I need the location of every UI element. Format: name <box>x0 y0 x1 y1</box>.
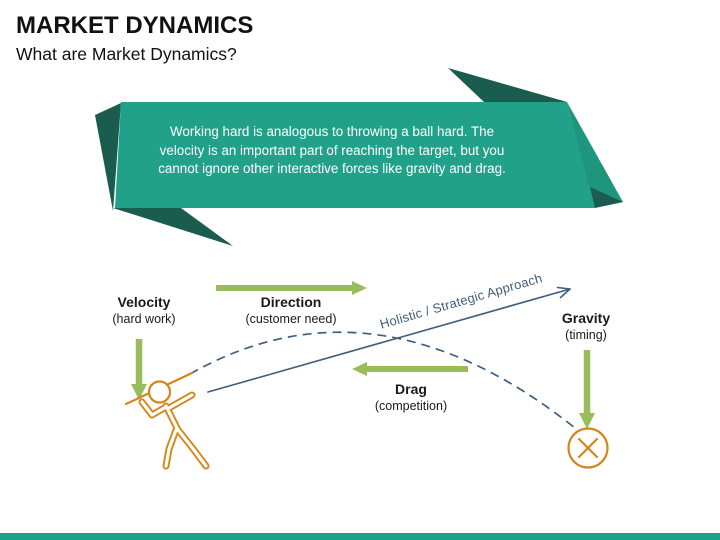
banner-text-line: cannot ignore other interactive forces l… <box>158 161 506 177</box>
direction-label-sub: (customer need) <box>245 312 337 326</box>
gravity-arrow <box>579 350 595 429</box>
velocity-arrow <box>131 339 147 400</box>
banner-top-right-fold <box>448 68 567 102</box>
banner-body <box>115 102 595 208</box>
direction-arrow <box>216 281 367 295</box>
drag-label: Drag (competition) <box>375 382 447 414</box>
bottom-accent-bar <box>0 533 720 540</box>
banner-text-line: Working hard is analogous to throwing a … <box>169 124 495 139</box>
banner-right-flap <box>567 102 623 208</box>
trajectory-dashed-line <box>189 331 576 429</box>
gravity-label-name: Gravity <box>561 310 611 326</box>
thrower-figure <box>124 371 210 470</box>
target-icon <box>567 427 609 469</box>
velocity-label-sub: (hard work) <box>112 312 176 326</box>
gravity-label-sub: (timing) <box>565 328 607 342</box>
banner-shape <box>95 68 623 246</box>
banner-bottom-tail <box>113 208 233 246</box>
strategic-approach-arrow <box>207 286 571 393</box>
figure-head <box>147 380 172 404</box>
drag-label-name: Drag <box>395 381 427 397</box>
banner-text: Working hard is analogous to throwing a … <box>132 123 532 179</box>
banner-text-line: velocity is an important part of reachin… <box>159 142 505 158</box>
velocity-label-name: Velocity <box>117 294 171 310</box>
page-subtitle: What are Market Dynamics? <box>16 44 237 64</box>
banner-left-fold <box>95 103 121 211</box>
page-title: MARKET DYNAMICS <box>16 12 254 39</box>
drag-arrow <box>352 362 468 376</box>
velocity-label: Velocity (hard work) <box>112 295 175 327</box>
drag-label-sub: (competition) <box>374 399 448 413</box>
direction-label-name: Direction <box>260 294 322 310</box>
direction-label: Direction (customer need) <box>245 295 336 327</box>
gravity-label: Gravity (timing) <box>562 311 610 343</box>
banner-right-dark-corner <box>590 187 623 208</box>
